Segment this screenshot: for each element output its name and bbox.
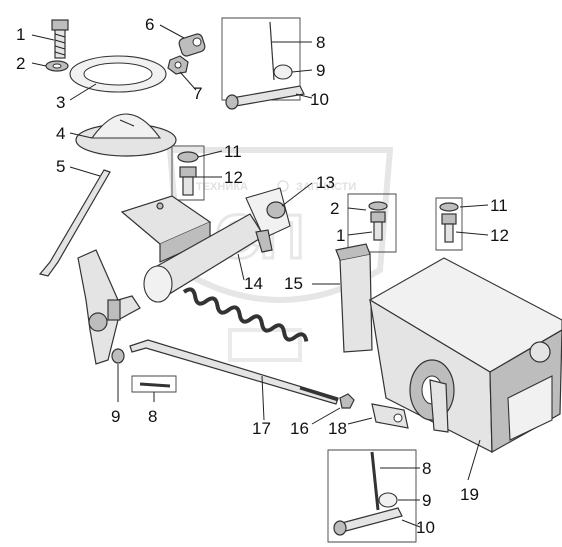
watermark-text-left: ТЕХНИКА bbox=[196, 181, 248, 193]
nut-part-7 bbox=[167, 55, 189, 75]
callout-5: 5 bbox=[56, 157, 65, 176]
lever-arm bbox=[77, 249, 141, 365]
nut-part-16 bbox=[339, 393, 355, 409]
watermark-gear-icon bbox=[277, 180, 289, 192]
callout-8-bottom-left: 8 bbox=[148, 407, 157, 426]
callout-17: 17 bbox=[252, 419, 271, 438]
callout-1-top: 1 bbox=[16, 25, 25, 44]
callout-6: 6 bbox=[145, 15, 154, 34]
callout-8-bottom-right: 8 bbox=[422, 459, 431, 478]
frame-bolt-washer-far-right bbox=[435, 197, 463, 251]
clamp-part-6 bbox=[178, 33, 206, 57]
gasket-part-3 bbox=[69, 55, 167, 93]
callout-10-bottom-right: 10 bbox=[416, 518, 435, 537]
callout-10-top: 10 bbox=[310, 90, 329, 109]
callout-12-right: 12 bbox=[490, 226, 509, 245]
leader-lines bbox=[31, 24, 489, 528]
callout-1-right: 1 bbox=[336, 226, 345, 245]
callout-16: 16 bbox=[290, 419, 309, 438]
bolt-part-1 bbox=[51, 19, 69, 59]
callout-11-left: 11 bbox=[224, 142, 242, 161]
callout-8-top: 8 bbox=[316, 33, 325, 52]
callout-7: 7 bbox=[193, 84, 202, 103]
cover-part-4 bbox=[75, 113, 177, 157]
callout-4: 4 bbox=[56, 124, 65, 143]
callout-2-right: 2 bbox=[330, 199, 339, 218]
callout-12-left: 12 bbox=[224, 168, 243, 187]
callout-3: 3 bbox=[56, 93, 65, 112]
watermark-blocks bbox=[228, 328, 302, 362]
bracket-and-shaft bbox=[120, 187, 291, 303]
rod-part-17 bbox=[129, 339, 339, 405]
frame-upper-fasteners bbox=[221, 17, 305, 110]
callout-11-right: 11 bbox=[490, 196, 508, 215]
callout-13: 13 bbox=[316, 173, 335, 192]
spring-part bbox=[182, 287, 309, 342]
washer-part-9-left bbox=[111, 348, 125, 364]
callout-labels: 1 2 3 4 5 6 7 8 9 10 11 12 13 2 1 11 12 … bbox=[16, 15, 509, 537]
callout-2-top: 2 bbox=[16, 54, 25, 73]
callout-18: 18 bbox=[328, 419, 347, 438]
callout-14: 14 bbox=[244, 274, 263, 293]
frame-bolt-washer-upper bbox=[171, 145, 205, 201]
washer-part-2 bbox=[45, 60, 69, 72]
gearbox-housing-19 bbox=[368, 257, 562, 454]
callout-9-bottom-left: 9 bbox=[111, 407, 120, 426]
clevis-part-18 bbox=[371, 403, 409, 429]
frame-bolt-washer-right bbox=[347, 193, 397, 253]
callout-19: 19 bbox=[460, 485, 479, 504]
callout-9-top: 9 bbox=[316, 61, 325, 80]
cotter-frame-lower-left bbox=[131, 375, 177, 393]
frame-lower-right-fasteners bbox=[327, 449, 417, 543]
rod-part-5 bbox=[38, 169, 111, 277]
bracket-part-15 bbox=[335, 243, 373, 353]
callout-9-bottom-right: 9 bbox=[422, 491, 431, 510]
callout-15: 15 bbox=[284, 274, 303, 293]
